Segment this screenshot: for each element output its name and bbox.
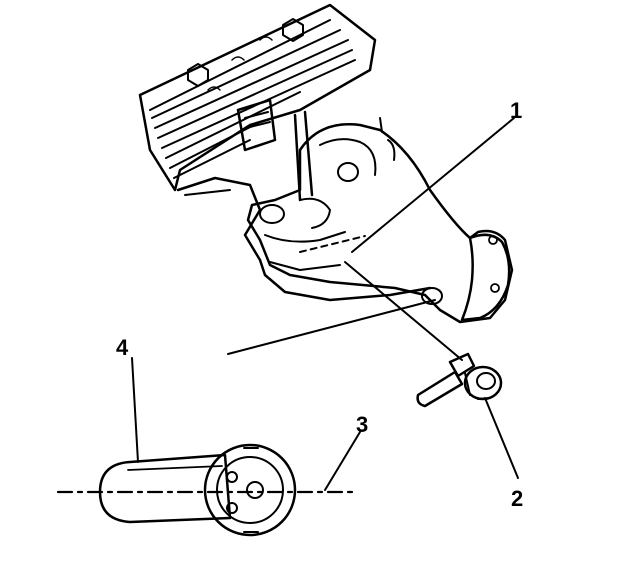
callout-2: 2 <box>511 486 523 511</box>
callout-labels: 1 2 3 4 <box>116 98 523 511</box>
callout-3: 3 <box>356 412 368 437</box>
callout-4: 4 <box>116 335 129 360</box>
leader-lines <box>131 117 519 491</box>
exhaust-manifold <box>246 110 514 324</box>
bolt-icon <box>187 18 304 91</box>
engine-assembly <box>138 3 432 302</box>
callout-1: 1 <box>510 98 522 123</box>
sensor-end-view <box>56 443 357 537</box>
oxygen-sensor <box>416 352 503 408</box>
